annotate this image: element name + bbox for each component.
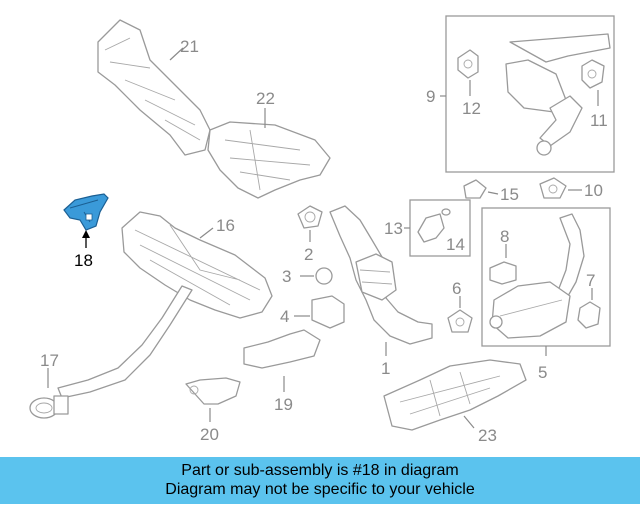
part-8-hanger[interactable]: [489, 244, 517, 285]
label-15: 15: [500, 185, 519, 204]
label-4: 4: [280, 307, 289, 326]
part-10-gasket[interactable]: [539, 177, 582, 199]
exhaust-parts-diagram: 21 22 18 16 17 2 3: [29, 15, 615, 445]
part-16-center-muffler[interactable]: [121, 211, 273, 319]
part-20-clamp[interactable]: [185, 377, 241, 422]
label-7: 7: [586, 271, 595, 290]
part-11-hanger[interactable]: [581, 59, 605, 106]
part-2-gasket[interactable]: [297, 205, 323, 242]
part-18-bracket[interactable]: [63, 193, 109, 231]
label-5: 5: [538, 363, 547, 382]
label-13: 13: [384, 219, 403, 238]
label-6: 6: [452, 279, 461, 298]
label-2: 2: [304, 245, 313, 264]
label-11: 11: [590, 111, 608, 130]
part-15-gasket[interactable]: [463, 179, 499, 199]
part-21-heat-shield[interactable]: [97, 19, 211, 156]
part-4-bracket[interactable]: [294, 295, 345, 329]
label-23: 23: [478, 426, 497, 445]
banner-line-1: Part or sub-assembly is #18 in diagram: [181, 462, 459, 479]
label-9: 9: [426, 87, 435, 106]
part-1-front-pipe[interactable]: [329, 205, 433, 356]
part-9-group-box[interactable]: [440, 15, 615, 173]
label-3: 3: [282, 267, 291, 286]
part-6-gasket[interactable]: [447, 296, 473, 333]
part-12-hanger[interactable]: [457, 49, 479, 96]
part-23-heat-shield[interactable]: [383, 359, 527, 431]
part-22-heat-shield[interactable]: [207, 108, 331, 199]
label-22: 22: [256, 89, 275, 108]
part-7-hanger[interactable]: [577, 288, 601, 329]
banner-line-2: Diagram may not be specific to your vehi…: [165, 481, 475, 498]
label-18: 18: [74, 251, 93, 270]
label-21: 21: [180, 37, 199, 56]
label-1: 1: [381, 359, 390, 378]
part-19-pipe[interactable]: [243, 329, 321, 392]
arrow-18: [82, 230, 90, 238]
part-3-insulator[interactable]: [300, 267, 333, 285]
label-10: 10: [584, 181, 603, 200]
label-20: 20: [200, 425, 219, 444]
part-13-group-box[interactable]: [404, 199, 471, 257]
label-14: 14: [446, 235, 465, 254]
label-17: 17: [40, 351, 59, 370]
label-8: 8: [500, 227, 509, 246]
info-banner: Part or sub-assembly is #18 in diagram D…: [0, 457, 640, 504]
label-19: 19: [274, 395, 293, 414]
part-17-tail-pipe[interactable]: [29, 285, 193, 419]
part-5-group-box[interactable]: [481, 207, 611, 356]
label-16: 16: [216, 216, 235, 235]
label-12: 12: [462, 99, 481, 118]
